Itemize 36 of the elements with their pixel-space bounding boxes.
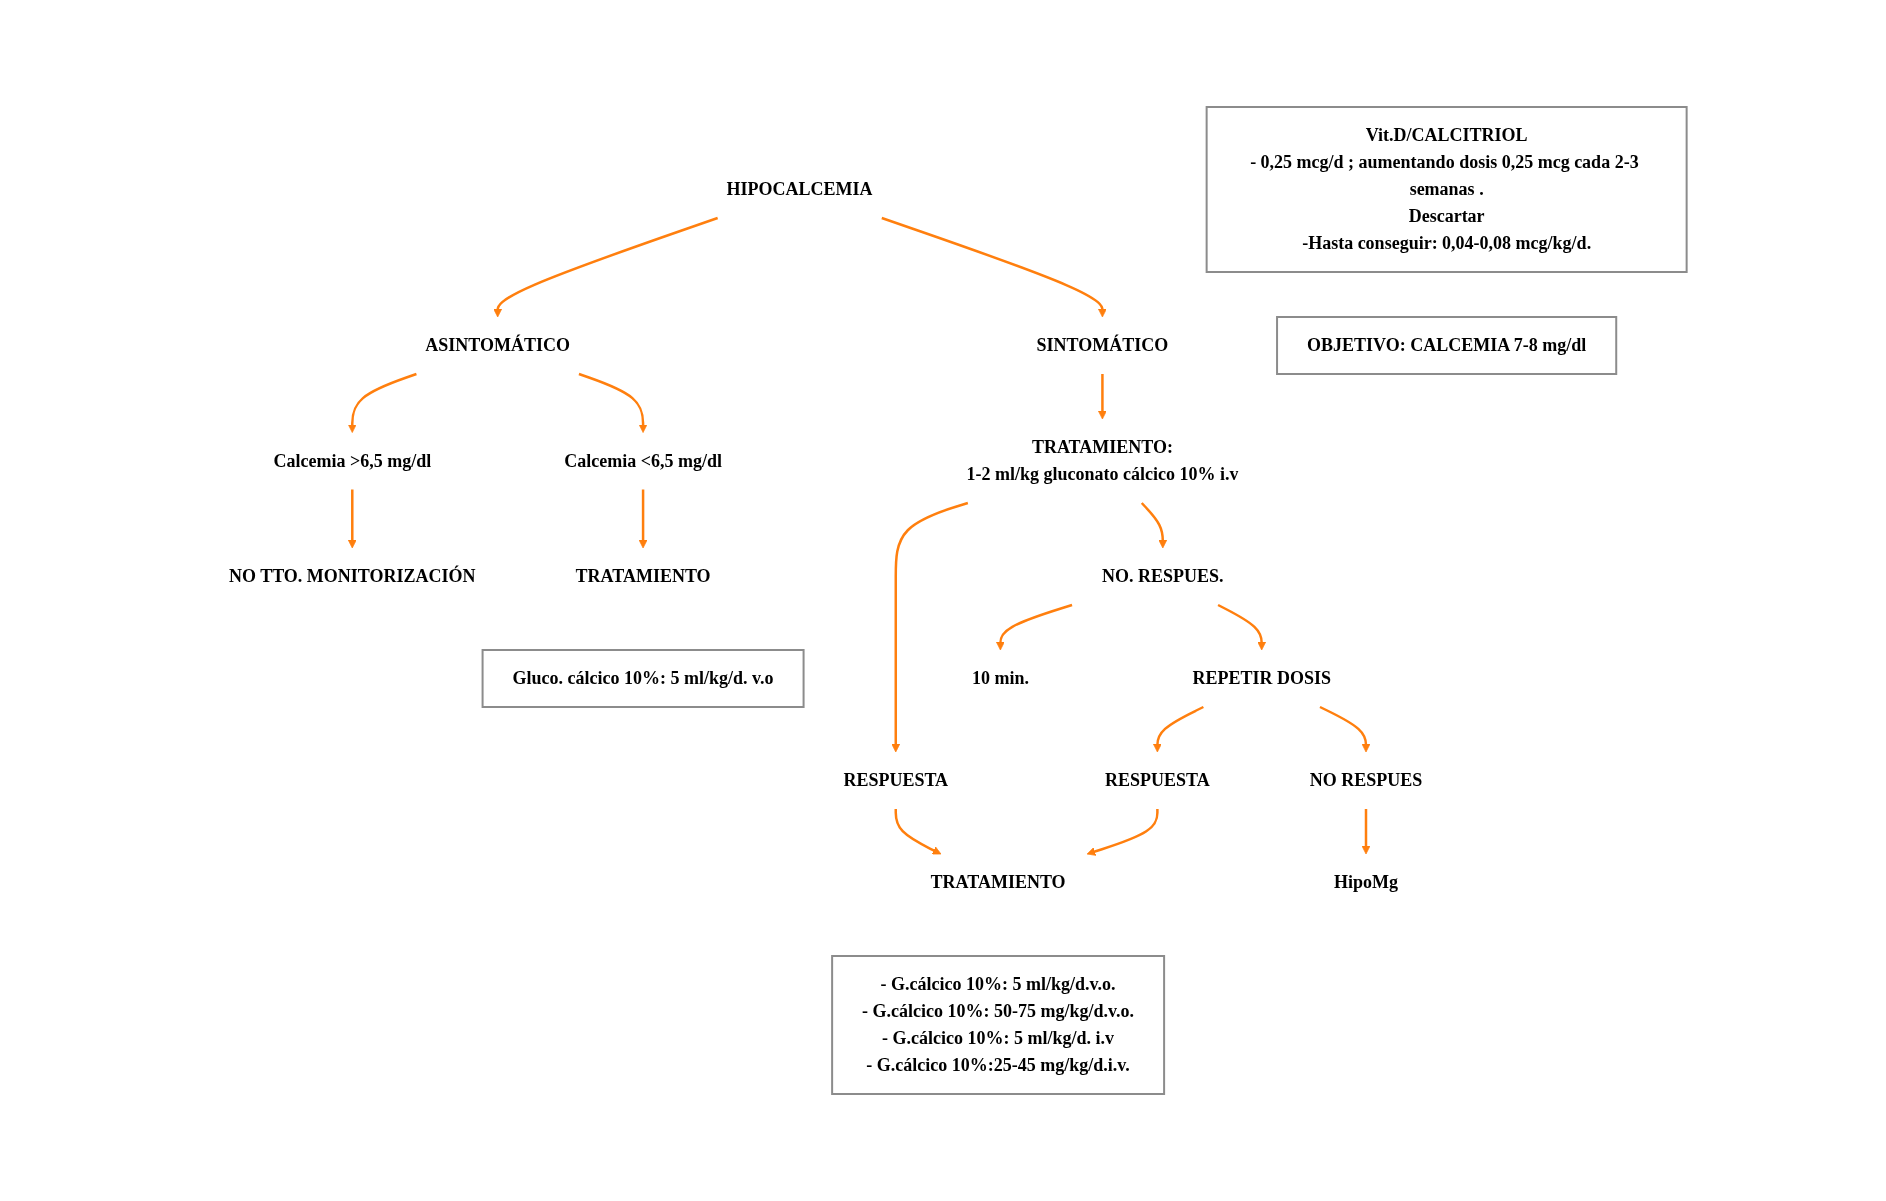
arrow — [894, 809, 942, 855]
node-text: RESPUESTA — [843, 770, 949, 790]
node-text: HipoMg — [1334, 872, 1399, 892]
node-text: RESPUESTA — [1105, 770, 1210, 790]
arrow — [1217, 603, 1267, 651]
arrow — [1361, 809, 1371, 855]
arrow — [1319, 705, 1371, 753]
node-box: Gluco. cálcico 10%: 5 ml/kg/d. v.o — [481, 649, 805, 708]
node-box: OBJETIVO: CALCEMIA 7-8 mg/dl — [1276, 316, 1618, 375]
arrow — [1153, 705, 1205, 753]
node-text: 10 min. — [972, 668, 1030, 688]
node-box: Vit.D/CALCITRIOL - 0,25 mcg/d ; aumentando dosis 0,25 mcg cada 2-3 semanas . Descartar -Hasta conseguir: 0,04-0,08 mcg/kg/d. — [1205, 106, 1688, 273]
arrow — [1141, 502, 1168, 549]
node-text: REPETIR DOSIS — [1192, 668, 1332, 688]
arrow — [493, 216, 719, 318]
arrow — [348, 372, 417, 433]
node-text: HIPOCALCEMIA — [726, 179, 873, 199]
node-box: - G.cálcico 10%: 5 ml/kg/d.v.o. - G.cálcico 10%: 50-75 mg/kg/d.v.o. - G.cálcico 10%: 5 ml/kg/d. i.v - G.cálcico 10%:25-45 mg/kg/d.i.v. — [831, 955, 1166, 1095]
node-text: ASINTOMÁTICO — [425, 335, 571, 355]
node-text: NO. RESPUES. — [1102, 566, 1224, 586]
node-text: TRATAMIENTO — [575, 566, 711, 586]
arrow — [891, 501, 969, 753]
node-text: TRATAMIENTO: 1-2 ml/kg gluconato cálcico 10% i.v — [966, 437, 1239, 484]
node-text: NO RESPUES — [1309, 770, 1423, 790]
node-text: Calcemia >6,5 mg/dl — [273, 450, 432, 471]
node-text: Calcemia <6,5 mg/dl — [564, 450, 723, 471]
arrow — [578, 372, 648, 433]
arrow — [348, 489, 357, 549]
node-text: SINTOMÁTICO — [1036, 335, 1169, 355]
node-text: NO TTO. MONITORIZACIÓN — [229, 566, 476, 586]
arrow — [1086, 809, 1159, 856]
node-text: TRATAMIENTO — [930, 872, 1066, 892]
arrow — [1098, 374, 1107, 420]
arrow — [881, 216, 1107, 318]
arrow — [996, 603, 1073, 651]
arrow — [638, 489, 648, 549]
